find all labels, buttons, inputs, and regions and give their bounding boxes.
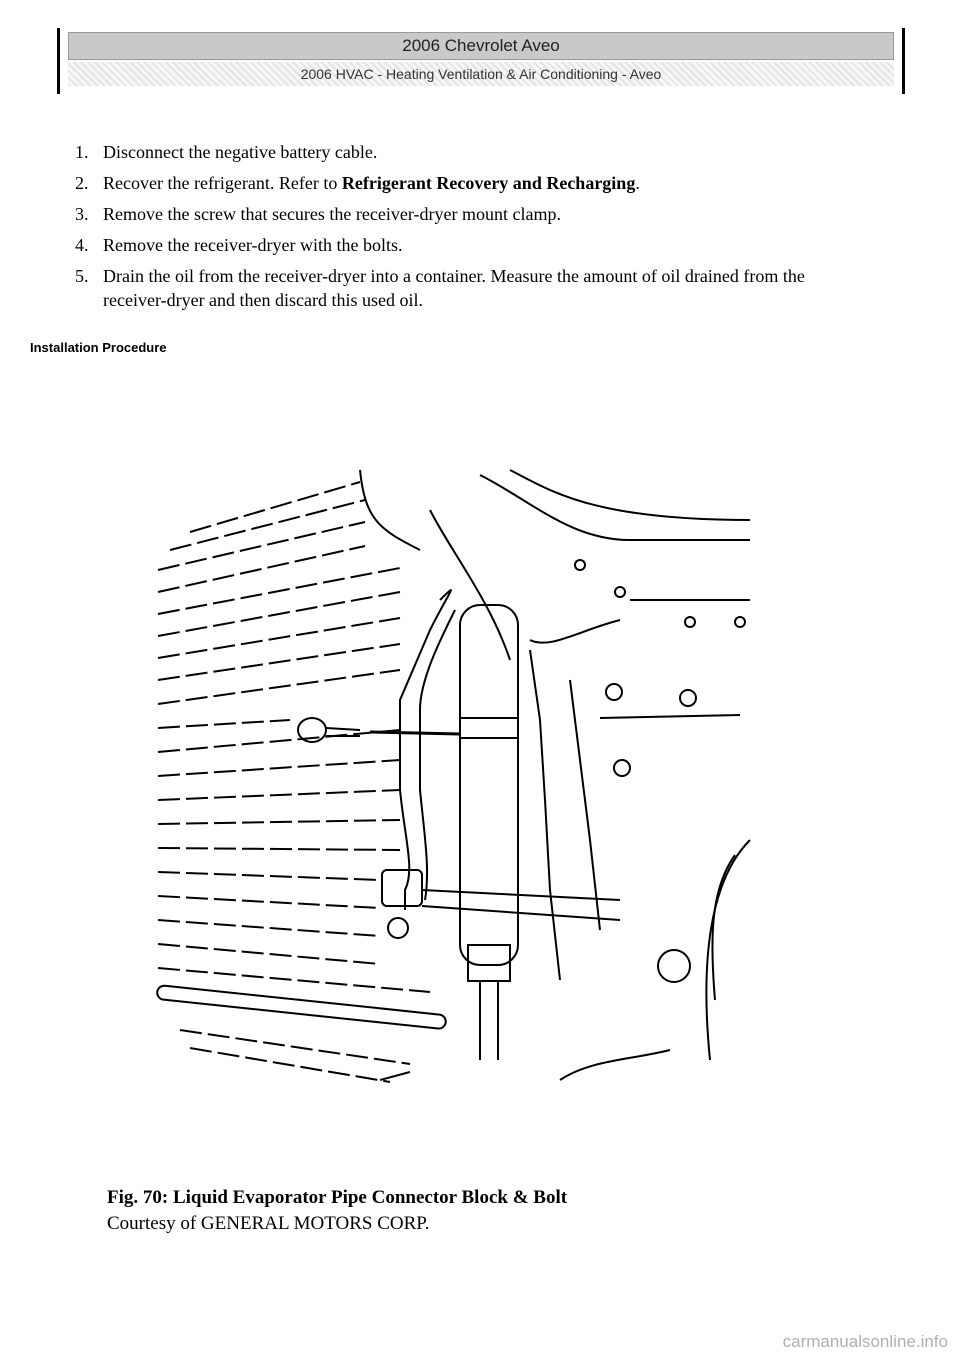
receiver-dryer xyxy=(459,604,519,1060)
step-text: Recover the refrigerant. Refer to Refrig… xyxy=(103,173,640,193)
step-text: Remove the screw that secures the receiv… xyxy=(103,204,561,224)
figure-caption: Fig. 70: Liquid Evaporator Pipe Connecto… xyxy=(107,1185,567,1237)
step-text: Drain the oil from the receiver-dryer in… xyxy=(103,266,805,310)
bolt xyxy=(297,717,461,743)
list-item: 2. Recover the refrigerant. Refer to Ref… xyxy=(75,171,855,195)
list-item: 3. Remove the screw that secures the rec… xyxy=(75,202,855,226)
caption-credit: Courtesy of GENERAL MOTORS CORP. xyxy=(107,1213,430,1234)
receiver-dryer-illustration xyxy=(156,469,751,1083)
step-text: Remove the receiver-dryer with the bolts… xyxy=(103,235,403,255)
refrigerant-recovery-link[interactable]: Refrigerant Recovery and Recharging xyxy=(341,173,636,193)
step-number: 1. xyxy=(75,142,89,162)
caption-title: Fig. 70: Liquid Evaporator Pipe Connecto… xyxy=(107,1187,568,1208)
step-number: 5. xyxy=(75,266,89,286)
step-text: Disconnect the negative battery cable. xyxy=(103,142,378,162)
watermark: carmanualsonline.info xyxy=(782,1332,948,1351)
document-subtitle: 2006 HVAC - Heating Ventilation & Air Co… xyxy=(68,62,894,86)
section-heading: Installation Procedure xyxy=(30,340,167,355)
list-item: 5. Drain the oil from the receiver-dryer… xyxy=(75,264,855,312)
step-number: 2. xyxy=(75,173,89,193)
removal-steps-list: 1. Disconnect the negative battery cable… xyxy=(75,140,855,319)
liquid-pipe xyxy=(399,589,452,910)
list-item: 1. Disconnect the negative battery cable… xyxy=(75,140,855,164)
step-number: 4. xyxy=(75,235,89,255)
step-number: 3. xyxy=(75,204,89,224)
list-item: 4. Remove the receiver-dryer with the bo… xyxy=(75,233,855,257)
page-header: 2006 Chevrolet Aveo 2006 HVAC - Heating … xyxy=(57,28,905,94)
condenser-fins xyxy=(157,481,431,1083)
document-title: 2006 Chevrolet Aveo xyxy=(68,32,894,60)
connector-block xyxy=(381,869,621,939)
